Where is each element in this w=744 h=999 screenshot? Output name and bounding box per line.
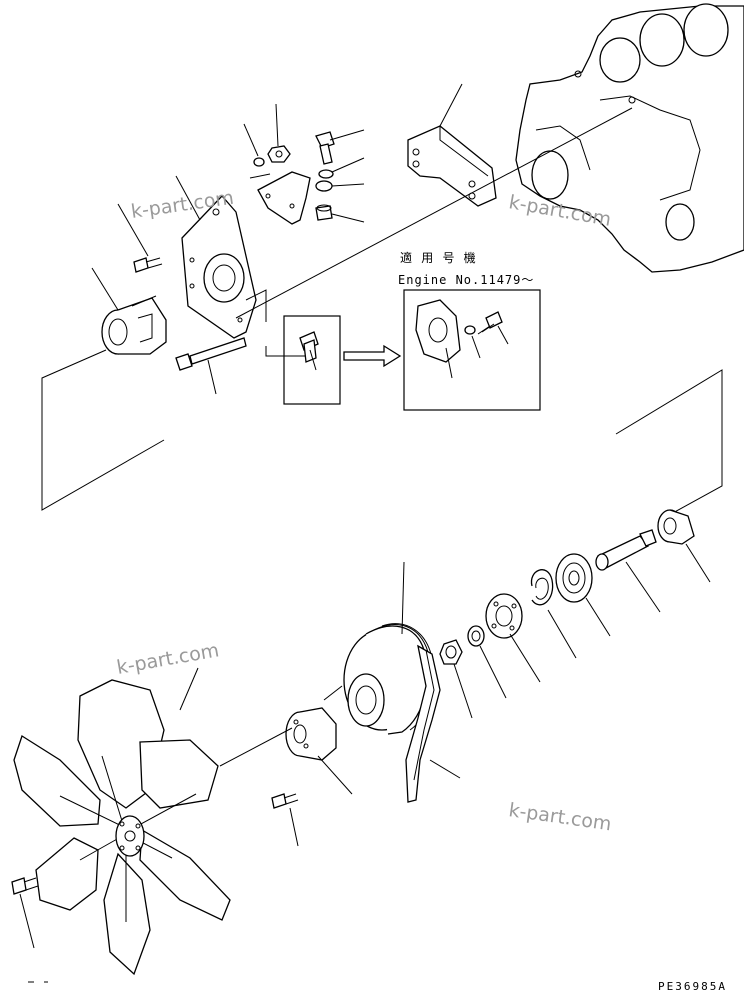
bolt-inset-box	[283, 315, 341, 405]
new-parts-inset-box	[403, 289, 541, 411]
hub-flange	[485, 593, 523, 639]
engine-bracket	[407, 125, 497, 207]
coupling-housing	[101, 295, 167, 355]
engine-block	[515, 3, 744, 273]
bolt	[315, 131, 335, 165]
pulley	[343, 623, 434, 735]
bolt-left	[133, 257, 163, 273]
replacement-arrow	[343, 344, 402, 368]
watermark: k-part.com	[507, 799, 613, 835]
snap-ring	[530, 569, 554, 606]
note-engine-number: Engine No.11479～	[398, 273, 534, 287]
nut-lower	[439, 639, 463, 665]
bolt-lower	[271, 793, 299, 809]
note-applicable-models: 適 用 号 機	[400, 250, 477, 265]
bearing-middle	[555, 553, 593, 603]
engine-serial-note: 適 用 号 機 Engine No.11479～	[398, 250, 534, 287]
belt	[405, 644, 441, 803]
mounting-plate	[181, 195, 257, 339]
nut	[267, 145, 291, 163]
fan-bolt	[11, 877, 39, 895]
watermark: k-part.com	[115, 639, 221, 679]
cooling-fan	[13, 679, 231, 976]
washer	[253, 157, 265, 167]
drawing-number: PE36985A	[658, 980, 727, 993]
washer-lower	[467, 625, 485, 647]
fan-spacer	[285, 707, 337, 761]
small-bracket	[257, 171, 311, 225]
long-bolt	[175, 337, 247, 371]
bearing-right	[657, 509, 695, 545]
shaft	[595, 529, 657, 571]
washer-stack	[315, 169, 334, 221]
